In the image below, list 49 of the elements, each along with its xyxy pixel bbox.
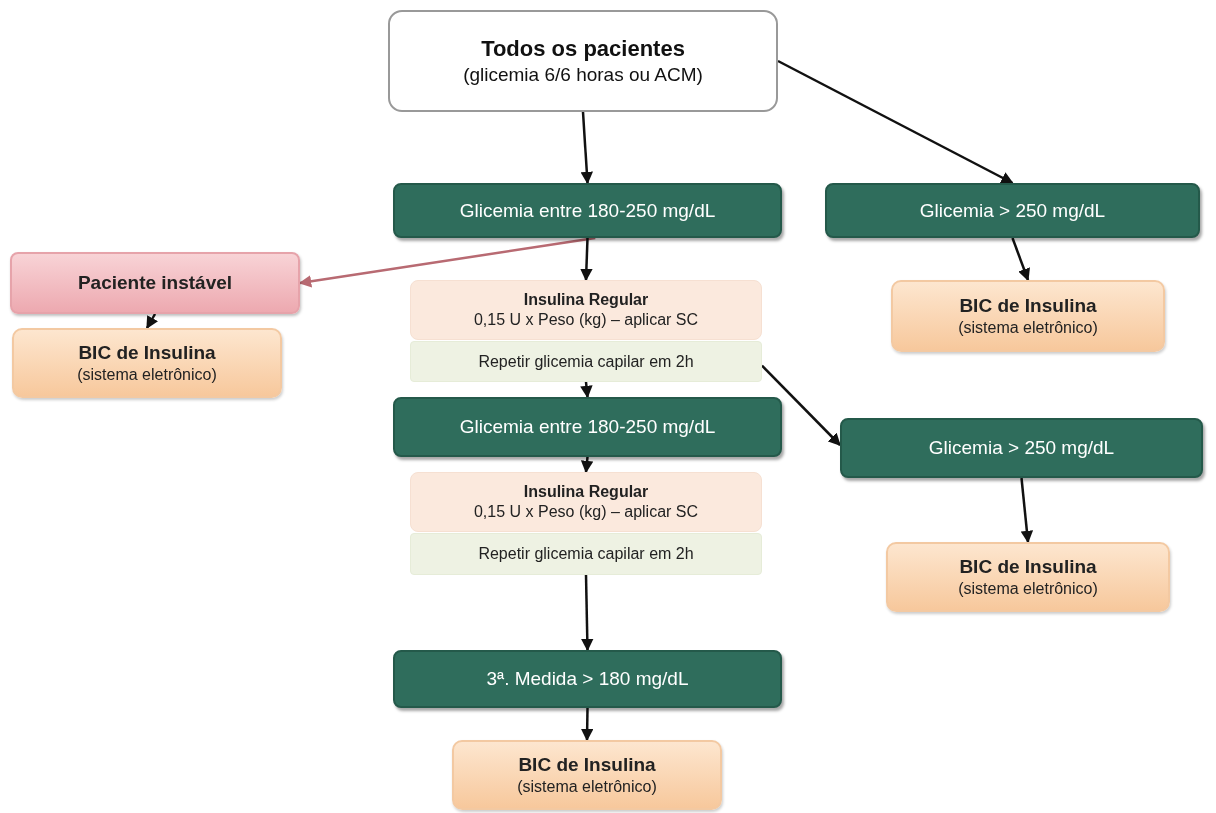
box-text: (sistema eletrônico) — [517, 776, 657, 797]
arrow — [1011, 237, 1030, 282]
arrow — [580, 111, 594, 185]
box-text: (sistema eletrônico) — [77, 364, 217, 385]
box-text: Glicemia > 250 mg/dL — [919, 198, 1106, 223]
arrow — [580, 707, 594, 742]
arrow — [581, 574, 594, 652]
condition-box — [393, 183, 782, 238]
arrow — [761, 364, 841, 446]
box-heading: Insulina Regular — [523, 290, 649, 310]
box-heading: Todos os pacientes — [481, 35, 685, 63]
condition-box — [825, 183, 1200, 238]
box-text: (sistema eletrônico) — [958, 578, 1098, 599]
box-heading: BIC de Insulina — [959, 555, 1097, 579]
box-text: Glicemia > 250 mg/dL — [928, 436, 1115, 460]
box-text: Glicemia entre 180-250 mg/dL — [459, 415, 716, 439]
box-text: Glicemia entre 180-250 mg/dL — [459, 198, 716, 223]
box-text: 0,15 U x Peso (kg) – aplicar SC — [473, 310, 699, 330]
action-box — [12, 328, 282, 398]
instruction-box — [410, 341, 762, 382]
arrow — [1020, 477, 1034, 544]
arrow — [580, 456, 594, 474]
arrow — [145, 313, 158, 330]
instruction-box — [410, 472, 762, 532]
box-heading: Insulina Regular — [523, 482, 649, 502]
arrow — [580, 381, 593, 399]
arrow — [777, 59, 1014, 185]
arrow — [580, 237, 593, 282]
arrow — [298, 236, 596, 288]
box-text: 3ª. Medida > 180 mg/dL — [486, 667, 689, 691]
box-text: (sistema eletrônico) — [958, 317, 1098, 338]
action-box — [452, 740, 722, 810]
action-box — [886, 542, 1170, 612]
condition-box — [840, 418, 1203, 478]
box-text: (glicemia 6/6 horas ou ACM) — [463, 62, 703, 87]
box-text: 0,15 U x Peso (kg) – aplicar SC — [473, 502, 699, 522]
instruction-box — [410, 533, 762, 575]
alert-box — [10, 252, 300, 314]
box-text: Paciente instável — [77, 271, 233, 295]
box-heading: BIC de Insulina — [518, 753, 656, 777]
box-heading: BIC de Insulina — [959, 294, 1097, 318]
box-heading: BIC de Insulina — [78, 341, 216, 365]
box-text: Repetir glicemia capilar em 2h — [478, 544, 694, 564]
box-text: Repetir glicemia capilar em 2h — [478, 351, 694, 372]
condition-box — [393, 650, 782, 708]
start-box — [388, 10, 778, 112]
condition-box — [393, 397, 782, 457]
instruction-box — [410, 280, 762, 340]
action-box — [891, 280, 1165, 352]
